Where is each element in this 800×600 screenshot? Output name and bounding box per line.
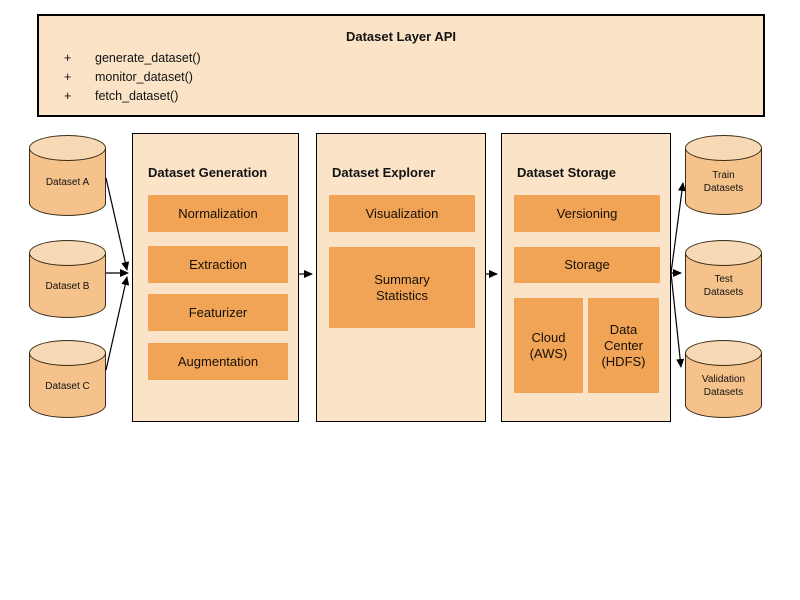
datastore-label: Dataset C bbox=[45, 380, 90, 392]
api-title: Dataset Layer API bbox=[345, 29, 457, 44]
cylinder-top bbox=[685, 340, 762, 366]
panel-title: Dataset Storage bbox=[517, 165, 616, 180]
cylinder-top bbox=[29, 340, 106, 366]
api-method-label: generate_dataset() bbox=[95, 51, 201, 65]
module-extraction: Extraction bbox=[148, 246, 288, 283]
datastore-label: Dataset A bbox=[45, 177, 90, 188]
module-featurizer: Featurizer bbox=[148, 294, 288, 331]
plus-bullet: + bbox=[64, 89, 72, 103]
arrow-storage-to-validation bbox=[670, 272, 685, 368]
module-visualization: Visualization bbox=[329, 195, 475, 232]
module-augmentation: Augmentation bbox=[148, 343, 288, 380]
panel-dataset-generation: Dataset Generation Normalization Extract… bbox=[132, 133, 299, 422]
cylinder-top bbox=[29, 135, 106, 161]
module-cloud-aws: Cloud (AWS) bbox=[514, 298, 583, 393]
arrow-dataset-a-to-generation bbox=[105, 177, 130, 271]
api-method-item: + monitor_dataset() bbox=[39, 68, 763, 87]
cylinder-top bbox=[685, 240, 762, 266]
datastore-label: Test Datasets bbox=[703, 274, 744, 298]
dataset-layer-api-box: Dataset Layer API + generate_dataset() +… bbox=[37, 14, 765, 117]
datastore-dataset-c: Dataset C bbox=[29, 340, 106, 418]
plus-bullet: + bbox=[64, 70, 72, 84]
cylinder-top bbox=[685, 135, 762, 161]
panel-dataset-storage: Dataset Storage Versioning Storage Cloud… bbox=[501, 133, 671, 422]
datastore-label: Validation Datasets bbox=[701, 374, 746, 398]
datastore-label: Dataset B bbox=[45, 280, 90, 292]
api-method-label: fetch_dataset() bbox=[95, 89, 179, 103]
module-summary-statistics: Summary Statistics bbox=[329, 247, 475, 328]
api-method-item: + generate_dataset() bbox=[39, 49, 763, 68]
module-data-center-hdfs: Data Center (HDFS) bbox=[588, 298, 659, 393]
api-method-list: + generate_dataset() + monitor_dataset()… bbox=[39, 49, 763, 106]
panel-dataset-explorer: Dataset Explorer Visualization Summary S… bbox=[316, 133, 486, 422]
module-versioning: Versioning bbox=[514, 195, 660, 232]
datastore-label: Train Datasets bbox=[703, 170, 744, 194]
datastore-dataset-b: Dataset B bbox=[29, 240, 106, 318]
panel-title: Dataset Explorer bbox=[332, 165, 436, 180]
module-normalization: Normalization bbox=[148, 195, 288, 232]
api-method-item: + fetch_dataset() bbox=[39, 87, 763, 106]
arrow-storage-to-train bbox=[670, 182, 686, 274]
module-storage: Storage bbox=[514, 247, 660, 283]
datastore-dataset-a: Dataset A bbox=[29, 135, 106, 216]
datastore-test-datasets: Test Datasets bbox=[685, 240, 762, 318]
panel-title: Dataset Generation bbox=[148, 165, 268, 180]
plus-bullet: + bbox=[64, 51, 72, 65]
datastore-validation-datasets: Validation Datasets bbox=[685, 340, 762, 418]
arrow-dataset-c-to-generation bbox=[105, 276, 130, 371]
cylinder-top bbox=[29, 240, 106, 266]
datastore-train-datasets: Train Datasets bbox=[685, 135, 762, 215]
api-method-label: monitor_dataset() bbox=[95, 70, 193, 84]
